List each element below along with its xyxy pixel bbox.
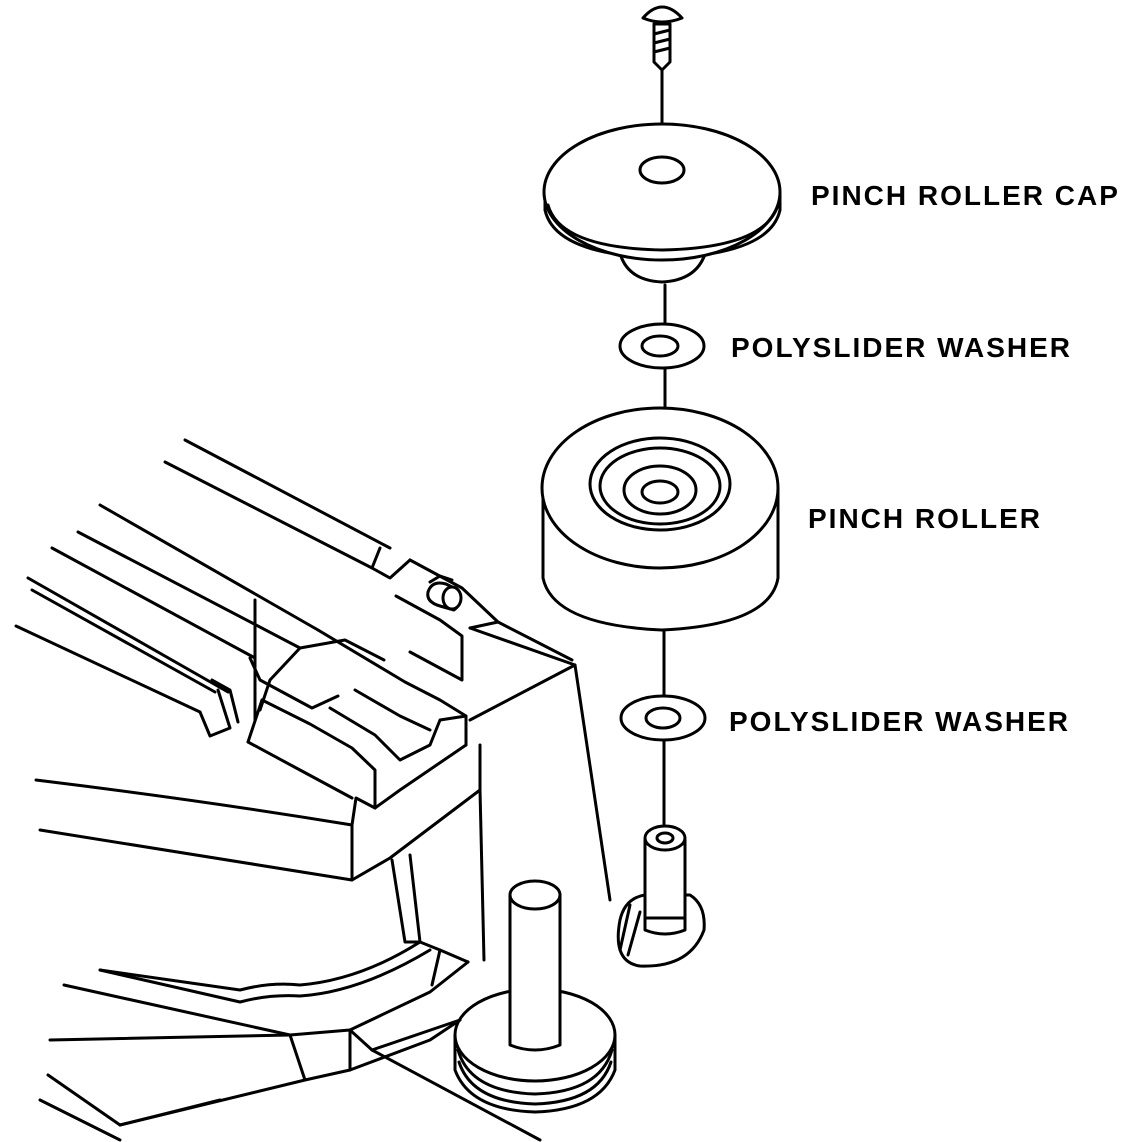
screw bbox=[641, 5, 684, 72]
polyslider-washer-upper bbox=[618, 322, 706, 370]
polyslider-washer-lower bbox=[619, 694, 707, 742]
label-polyslider-washer-bottom: POLYSLIDER WASHER bbox=[729, 706, 1070, 737]
pinch-roller-cap bbox=[542, 122, 782, 284]
capstan bbox=[453, 879, 617, 1114]
label-pinch-roller-cap: PINCH ROLLER CAP bbox=[811, 180, 1120, 211]
pinch-roller bbox=[540, 406, 780, 632]
deck-chassis bbox=[14, 438, 612, 1142]
label-pinch-roller: PINCH ROLLER bbox=[808, 503, 1042, 534]
pinch-roller-shaft bbox=[616, 824, 706, 968]
label-polyslider-washer-top: POLYSLIDER WASHER bbox=[731, 332, 1072, 363]
